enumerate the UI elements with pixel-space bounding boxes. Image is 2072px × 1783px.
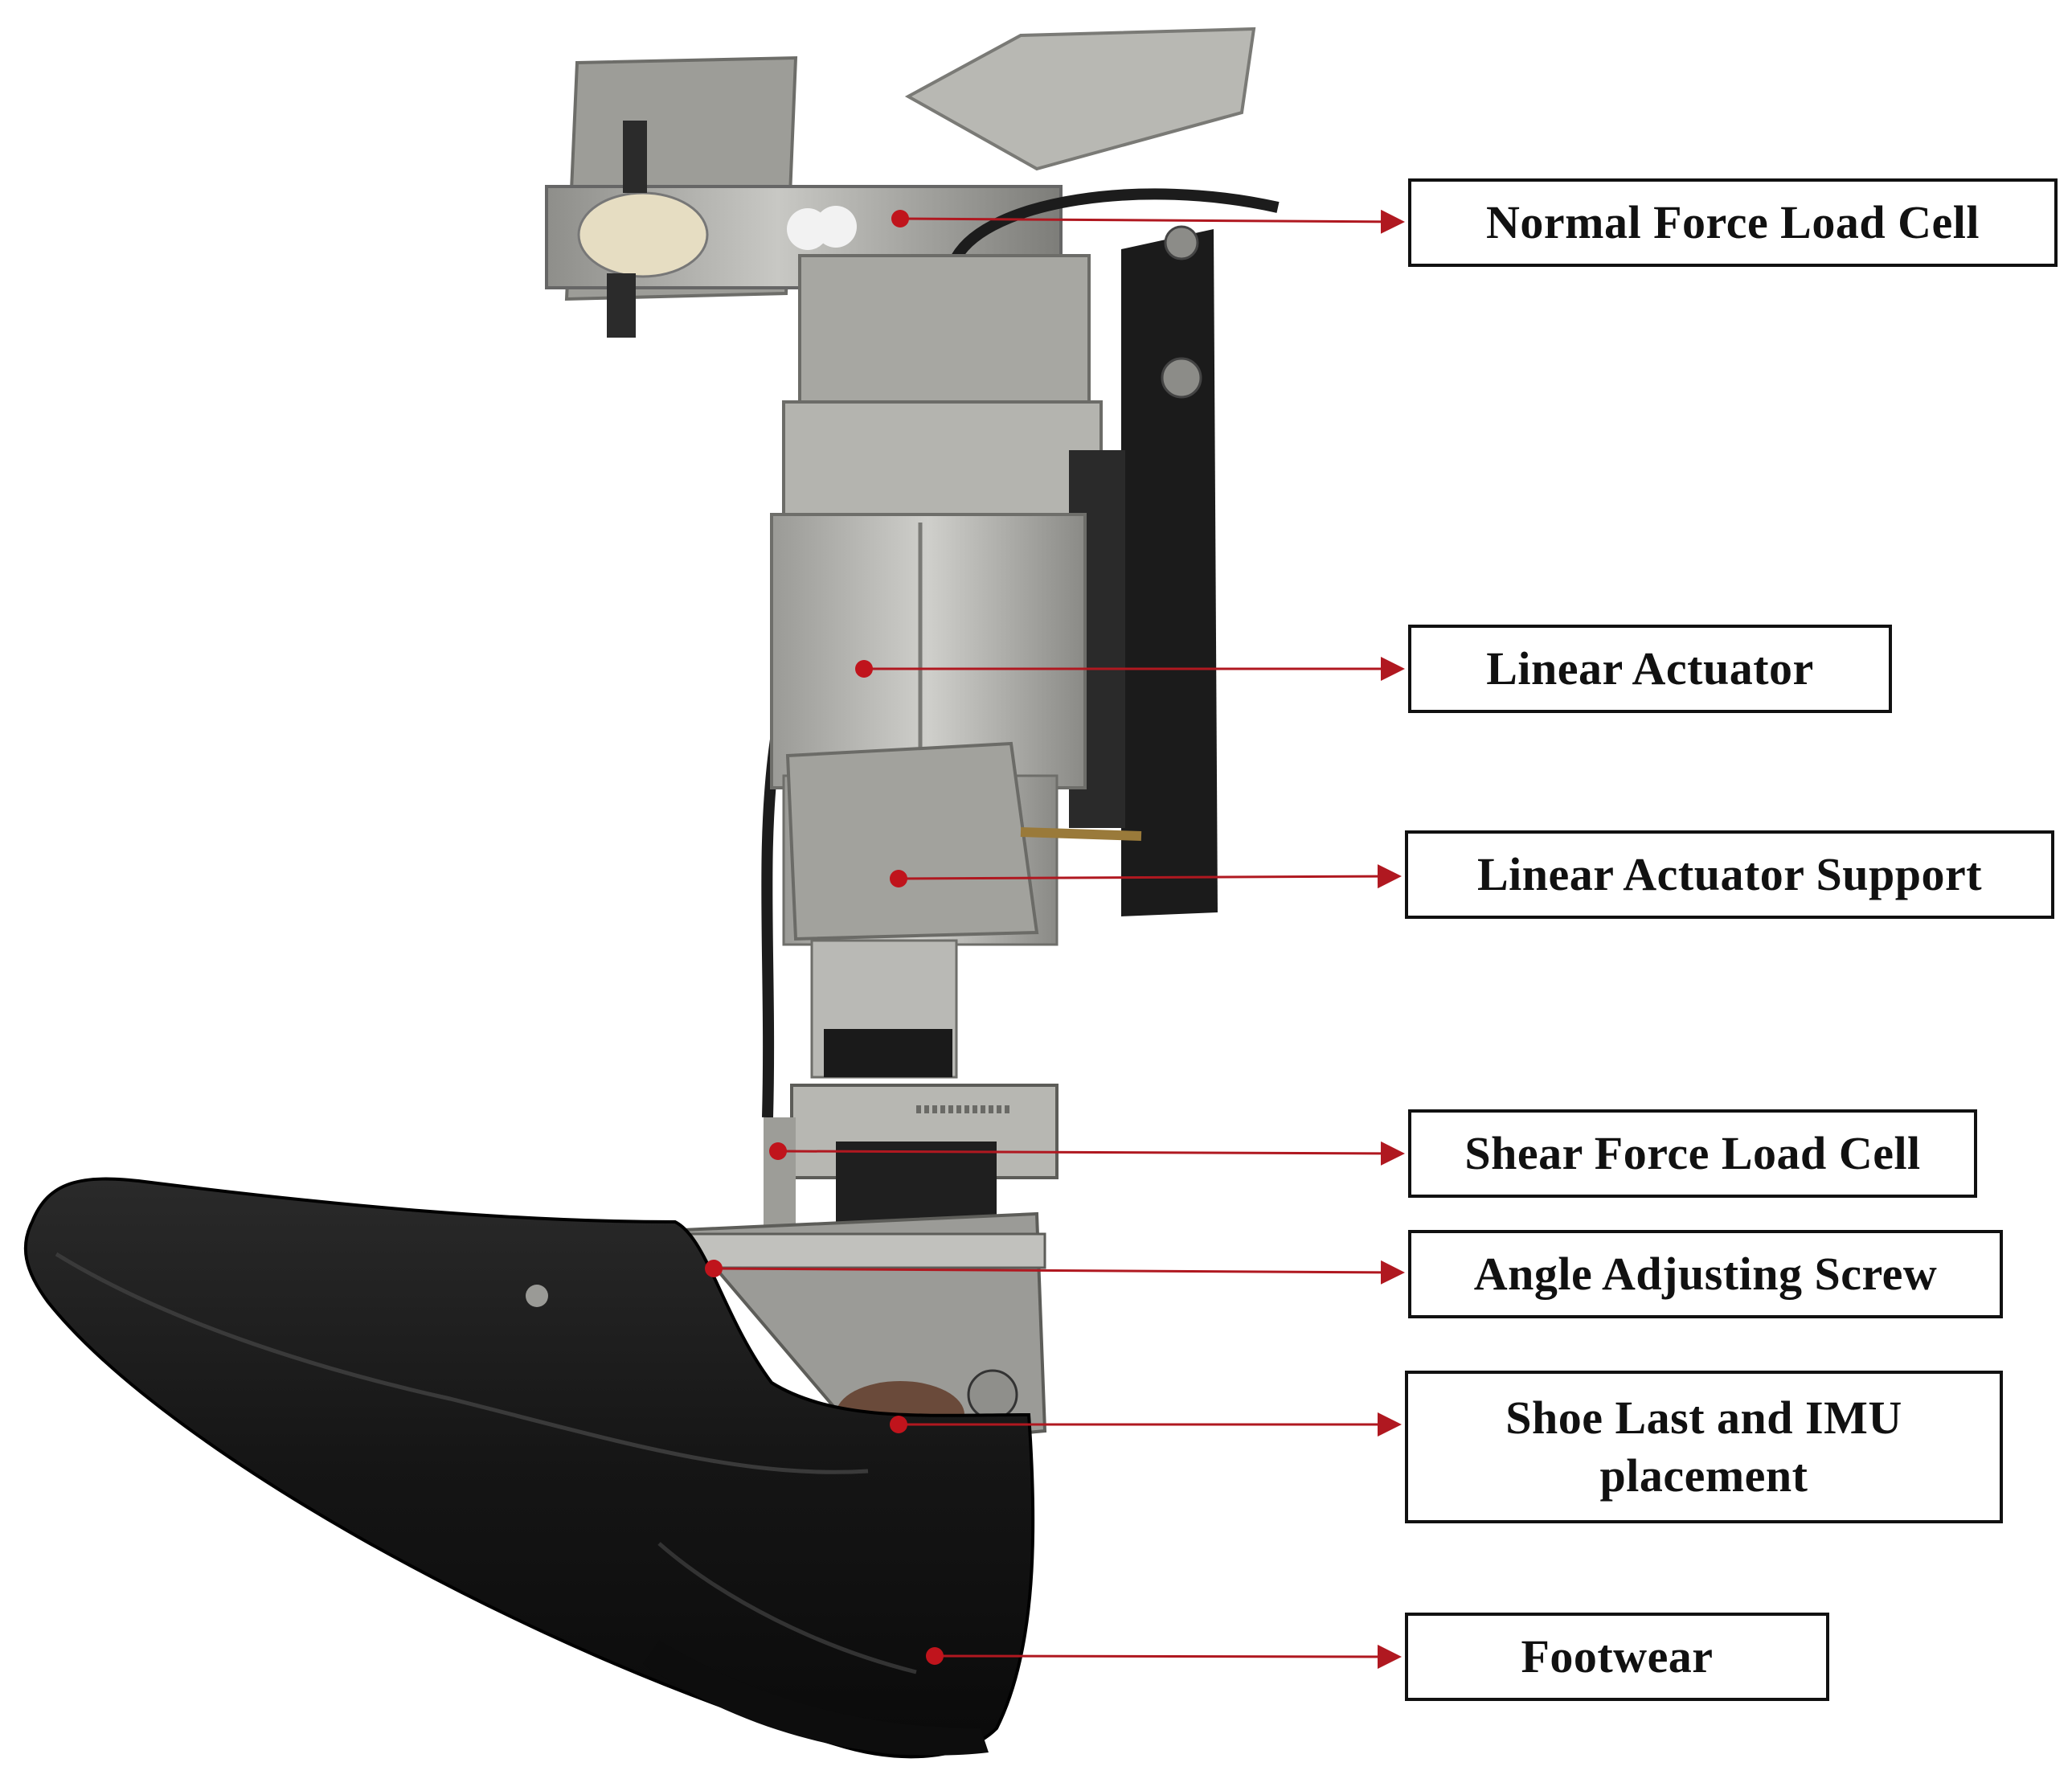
label-normal-force-load-cell: Normal Force Load Cell [1408,178,2058,267]
leader-line-footwear [934,1644,1402,1669]
leader-lines [705,209,1405,1669]
label-linear-actuator: Linear Actuator [1408,625,1892,713]
label-linear-actuator-support: Linear Actuator Support [1405,830,2054,919]
label-normal-force-load-cell-text: Normal Force Load Cell [1486,195,1980,248]
marker-dot-normal-force-load-cell [891,210,909,227]
leader-line-normal-force-load-cell [899,209,1405,234]
top-mount-bracket [545,27,1256,338]
label-angle-adjusting-screw-text: Angle Adjusting Screw [1473,1247,1938,1300]
side-support-rail [1069,225,1218,916]
marker-dot-linear-actuator [855,660,873,678]
label-linear-actuator-support-text: Linear Actuator Support [1476,847,1983,900]
label-footwear-text: Footwear [1521,1629,1714,1683]
leader-line-shear-force-load-cell [777,1141,1405,1166]
footwear-shoe [23,1177,1035,1759]
marker-dot-footwear [926,1647,944,1665]
leader-line-linear-actuator-support [898,864,1402,889]
normal-force-load-cell-part [782,254,1103,524]
label-shoe-last-imu-text: Shoe Last and IMU placement [1505,1391,1902,1502]
label-shear-force-load-cell: Shear Force Load Cell [1408,1109,1977,1198]
marker-dot-shoe-last-imu [890,1416,907,1433]
leader-line-angle-adjusting-screw [713,1260,1405,1285]
label-shear-force-load-cell-text: Shear Force Load Cell [1464,1126,1921,1179]
marker-dot-angle-adjusting-screw [705,1260,723,1277]
label-linear-actuator-text: Linear Actuator [1486,641,1814,695]
shear-force-load-cell-part [764,1084,1059,1230]
marker-dot-shear-force-load-cell [769,1142,787,1160]
linear-actuator-support-part [785,741,1142,941]
label-footwear: Footwear [1405,1613,1829,1701]
marker-dot-linear-actuator-support [890,870,907,887]
label-angle-adjusting-screw: Angle Adjusting Screw [1408,1230,2003,1318]
label-shoe-last-imu: Shoe Last and IMU placement [1405,1371,2003,1523]
